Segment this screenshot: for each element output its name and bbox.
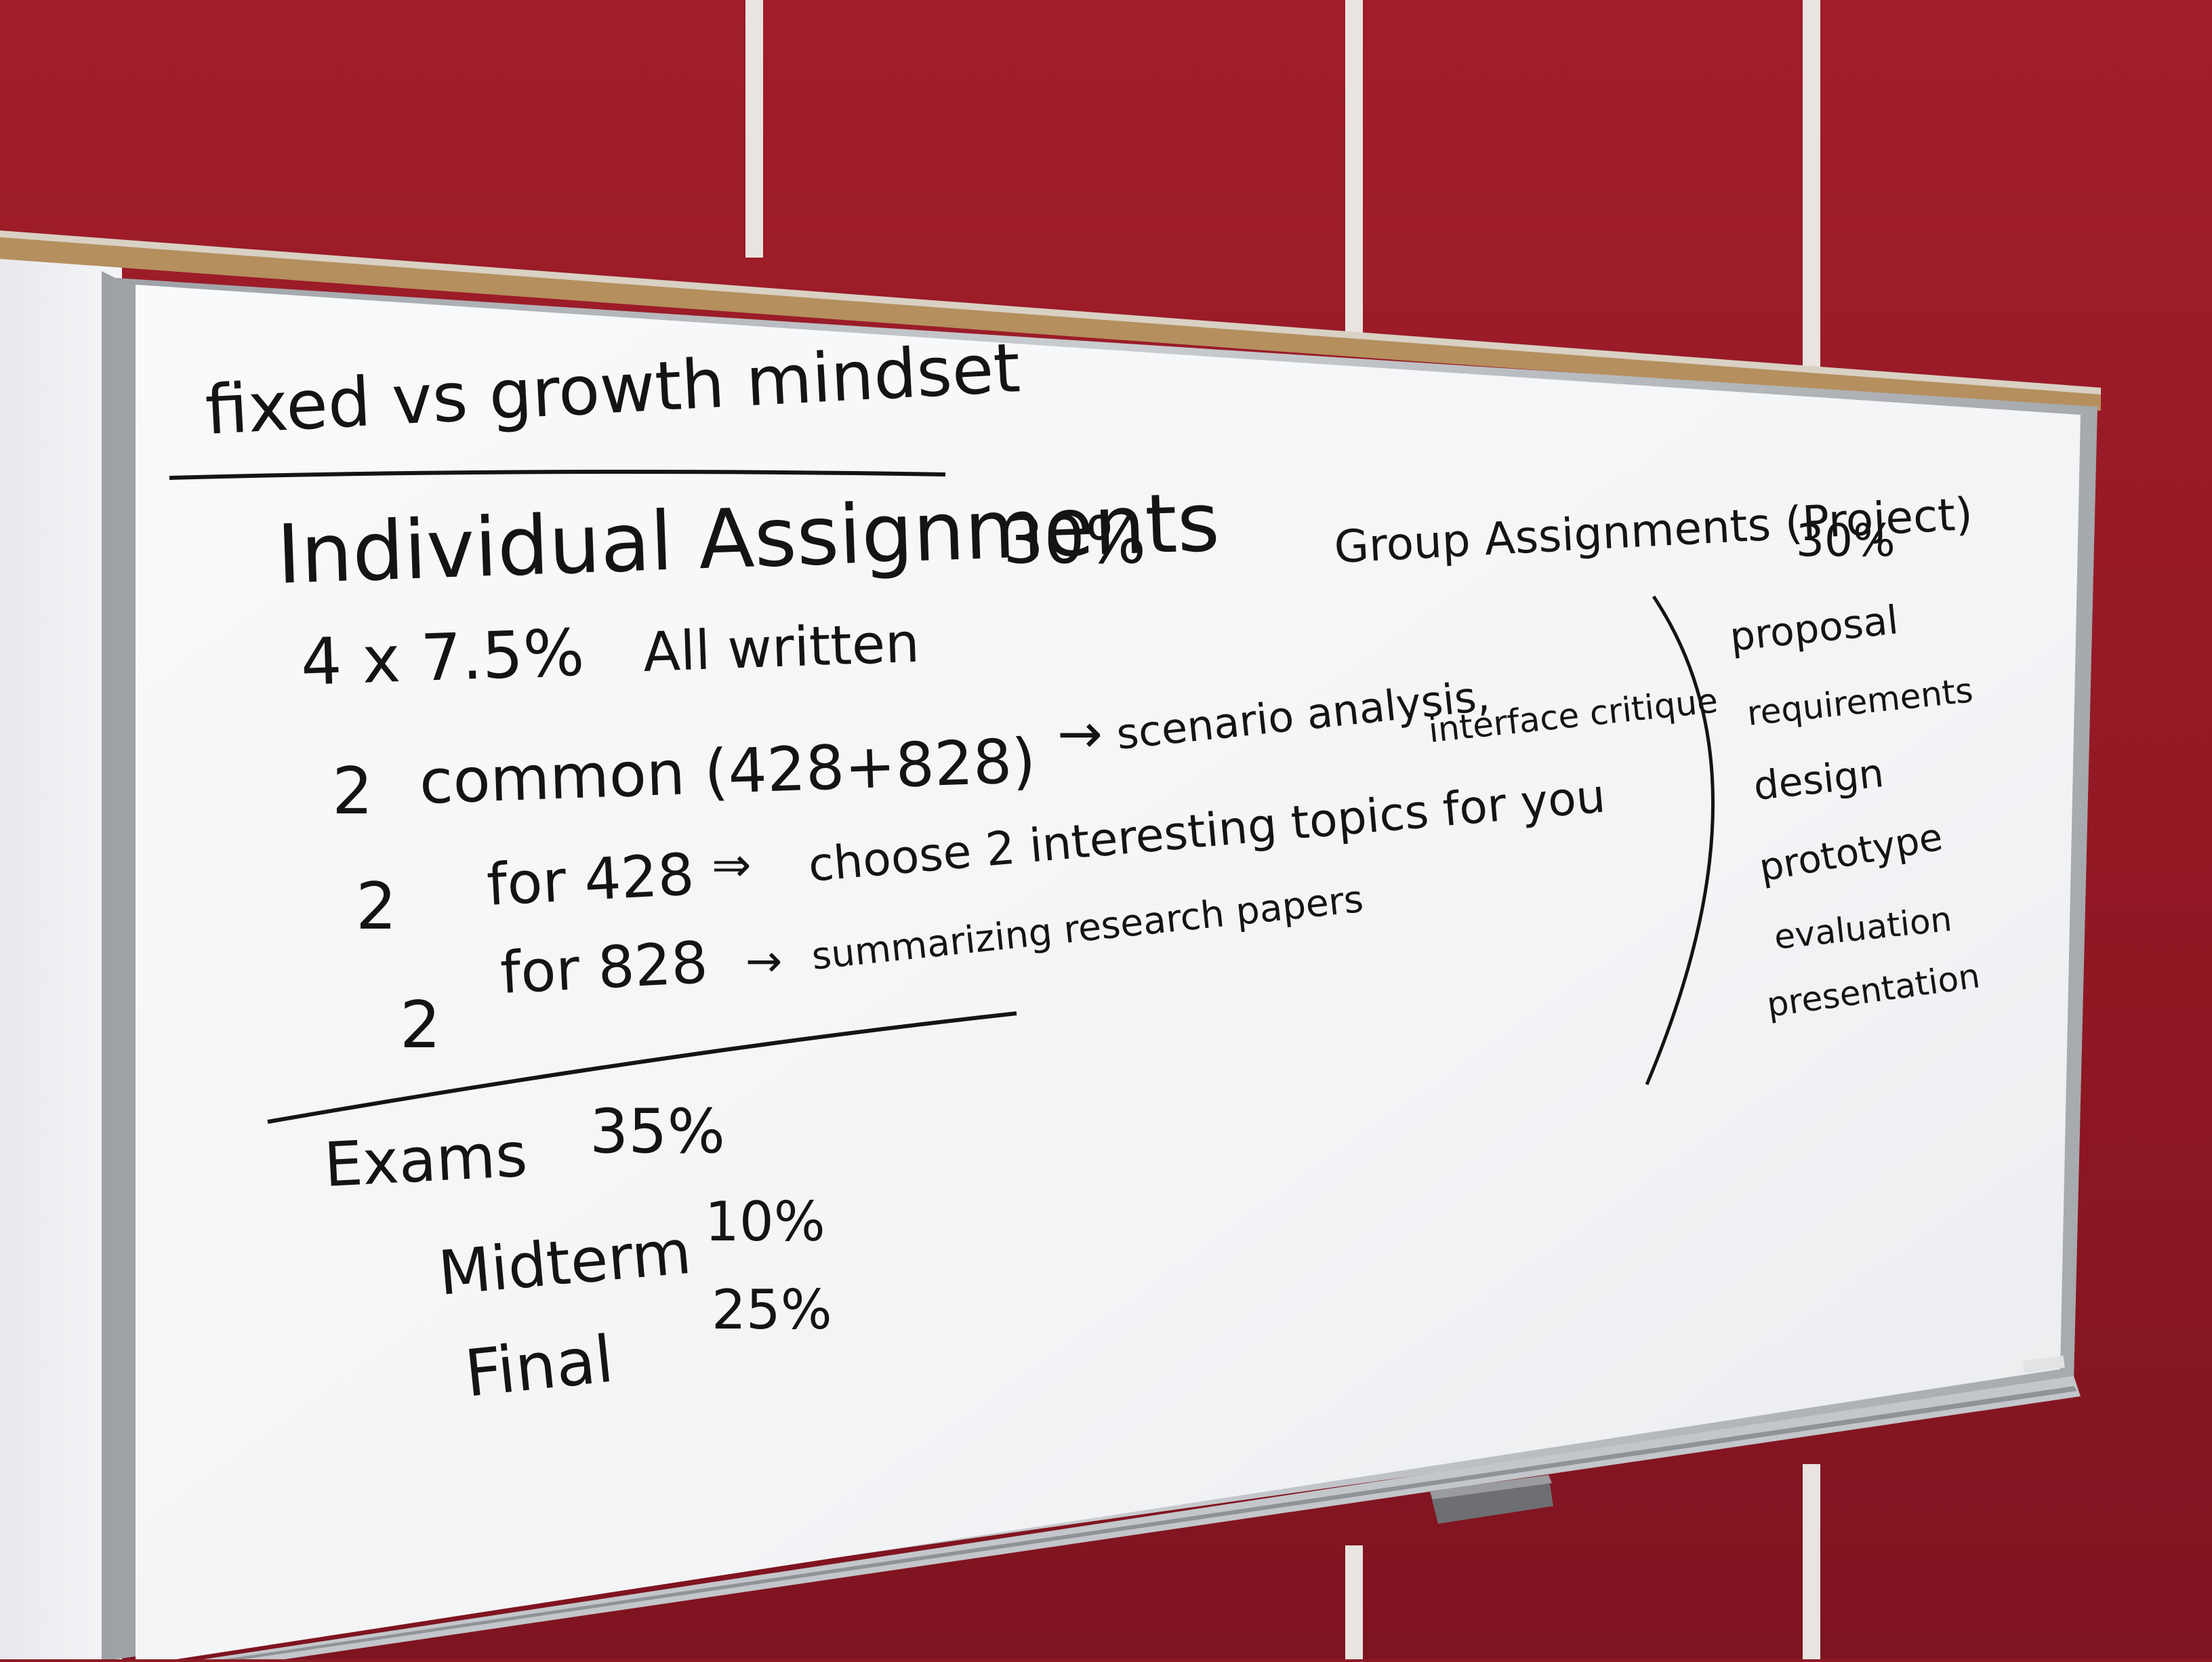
line1-arrow: →	[1057, 702, 1103, 765]
wall-seam-2	[1345, 0, 1363, 339]
line1-count: 2	[332, 754, 373, 829]
exams-heading: Exams	[323, 1119, 529, 1201]
cork-strip	[0, 236, 2101, 411]
line2-arrow: ⇒	[712, 837, 752, 893]
group-weight: 30%	[1796, 514, 1896, 567]
exam-item-1-weight: 10%	[705, 1190, 825, 1253]
line3-arrow: →	[745, 936, 782, 987]
eraser[interactable]	[1430, 1475, 1553, 1524]
line3-text: for 828	[499, 929, 710, 1007]
title-underline	[169, 470, 946, 480]
group-bracket	[1645, 595, 1715, 1085]
wall-seam-3	[1803, 0, 1820, 380]
line2-text: for 428	[485, 841, 696, 919]
line2-count: 2	[356, 870, 396, 944]
manufacturer-label	[2023, 1355, 2065, 1373]
exam-item-2-weight: 25%	[712, 1278, 832, 1341]
individual-weight: 30%	[1003, 504, 1146, 578]
marker-tray	[203, 1376, 2081, 1659]
wall-seam-1	[745, 0, 763, 258]
individual-note: All written	[642, 611, 920, 684]
individual-breakdown: 4 x 7.5%	[300, 615, 586, 700]
wall-seam-5	[1803, 1464, 1820, 1659]
wall-seam-4	[1345, 1545, 1363, 1659]
individual-underline	[267, 1011, 1017, 1124]
exam-item-2-label: Final	[462, 1322, 617, 1412]
line3-count: 2	[400, 988, 441, 1063]
exams-weight: 35%	[590, 1096, 725, 1167]
board-surface	[136, 285, 2081, 1659]
